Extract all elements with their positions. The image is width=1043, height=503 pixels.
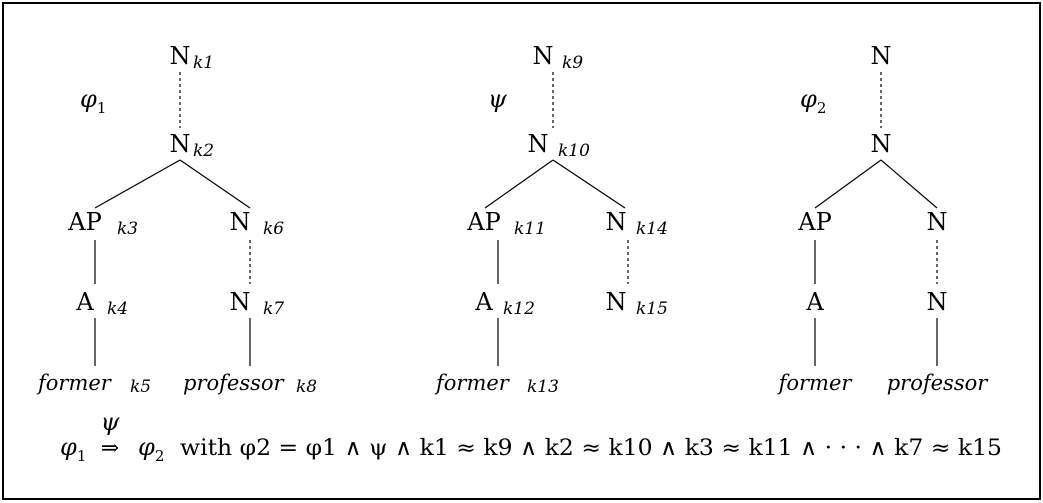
node-index: k14	[636, 219, 668, 239]
node-label: N	[927, 288, 948, 316]
node-label: N	[230, 208, 251, 236]
edge	[179, 159, 251, 209]
node-label: AP	[797, 208, 831, 236]
phi-symbol: φ	[138, 433, 155, 461]
node-label: N	[927, 208, 948, 236]
leaf-word: former	[434, 371, 511, 395]
node-label: N	[170, 130, 191, 158]
tree-psi: ψ N k9 N k10 AP k11 N k14 A k12 N k15 fo…	[434, 42, 668, 397]
phi-symbol: φ	[80, 85, 97, 113]
node-label: N	[606, 208, 627, 236]
node-index: k1	[193, 53, 214, 73]
phi-subscript: 1	[97, 99, 107, 117]
leaf-word: professor	[887, 371, 990, 395]
node-label: A	[474, 288, 493, 316]
formula-lhs: φ1	[60, 433, 86, 465]
phi-subscript: 2	[155, 447, 165, 465]
leaf-word: former	[36, 371, 113, 395]
node-label: N	[528, 130, 549, 158]
node-index: k12	[503, 299, 535, 319]
node-label: N	[606, 288, 627, 316]
node-label: AP	[67, 208, 101, 236]
tree-phi2: φ2 N N AP N A N former professor	[777, 42, 990, 395]
phi-subscript: 1	[77, 447, 87, 465]
node-label: AP	[466, 208, 500, 236]
phi-subscript: 2	[817, 99, 827, 117]
formula-text: with φ2 = φ1 ∧ ψ ∧ k1 ≈ k9 ∧ k2 ≈ k10 ∧ …	[180, 436, 1002, 461]
edge	[94, 159, 181, 209]
tree-phi2-name: φ2	[800, 85, 826, 117]
tree-psi-name: ψ	[488, 85, 508, 113]
node-label: A	[75, 288, 94, 316]
node-label: N	[170, 42, 191, 70]
edge	[880, 159, 938, 209]
node-index: k5	[130, 377, 151, 397]
node-index: k4	[107, 299, 128, 319]
formula-line: φ1 ψ ⇒ φ2 with φ2 = φ1 ∧ ψ ∧ k1 ≈ k9 ∧ k…	[60, 408, 1002, 465]
node-index: k9	[562, 53, 583, 73]
formula-rhs: φ2	[138, 433, 164, 465]
tree-phi1-name: φ1	[80, 85, 106, 117]
node-index: k15	[636, 299, 668, 319]
node-index: k3	[117, 219, 138, 239]
node-label: N	[533, 42, 554, 70]
node-index: k10	[558, 141, 590, 161]
node-label: A	[805, 288, 824, 316]
arrow-label: ψ	[101, 408, 121, 436]
node-index: k2	[193, 141, 214, 161]
node-index: k11	[514, 219, 546, 239]
edge	[484, 159, 554, 209]
phi-symbol: φ	[60, 433, 77, 461]
node-index: k8	[296, 377, 317, 397]
node-index: k13	[527, 377, 559, 397]
edge	[814, 159, 882, 209]
derivation-arrow: ⇒	[101, 436, 119, 461]
node-index: k7	[263, 299, 284, 319]
leaf-word: former	[777, 371, 854, 395]
node-label: N	[871, 42, 892, 70]
node-label: N	[871, 130, 892, 158]
leaf-word: professor	[183, 371, 286, 395]
phi-symbol: φ	[800, 85, 817, 113]
edge	[552, 159, 626, 209]
tree-phi1: φ1 N k1 N k2 AP k3 N k6 A k4 N k7 former…	[36, 42, 317, 397]
node-index: k6	[263, 219, 284, 239]
node-label: N	[230, 288, 251, 316]
